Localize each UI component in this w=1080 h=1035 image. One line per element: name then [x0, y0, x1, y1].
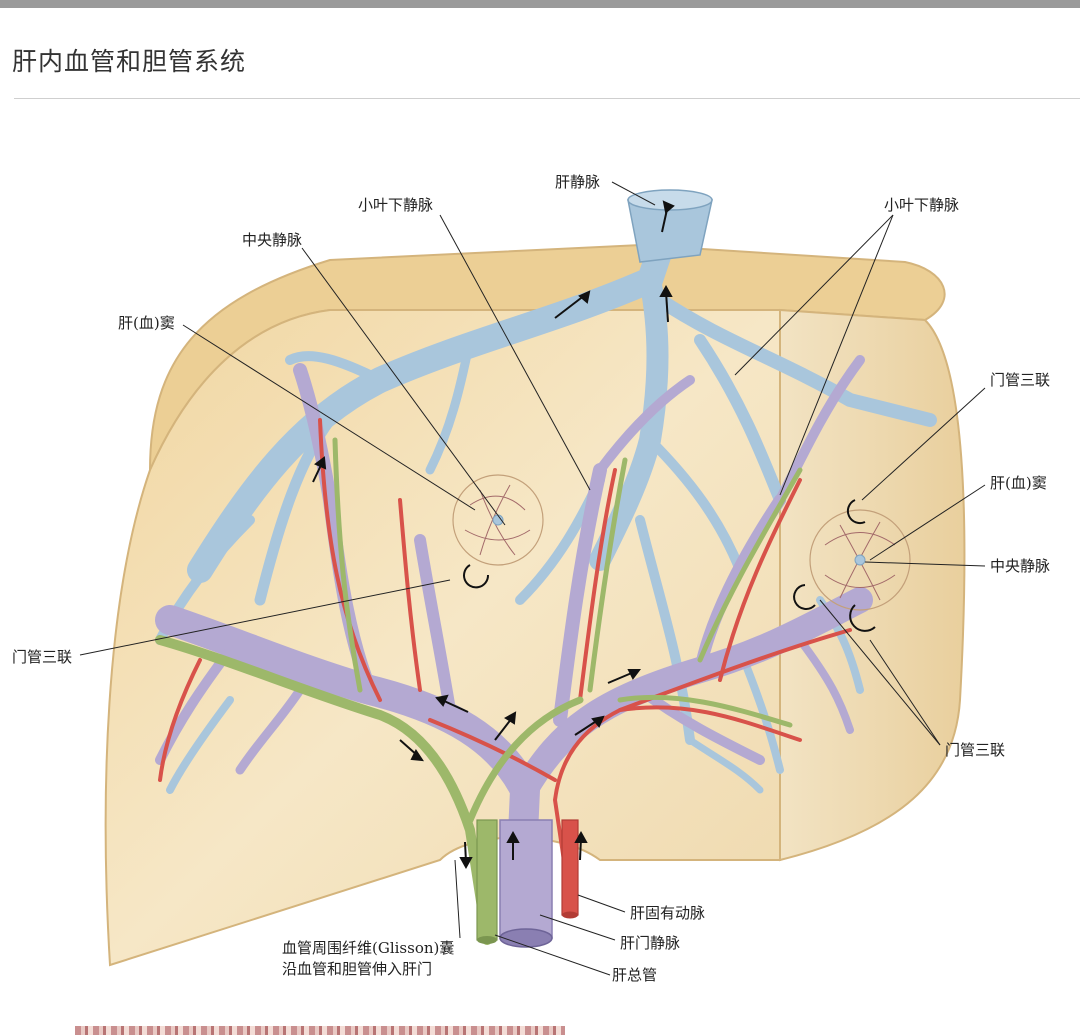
label-central-vein-left: 中央静脉 [242, 231, 302, 249]
label-glisson-capsule-line2: 沿血管和胆管伸入肝门 [282, 960, 432, 978]
label-hepatic-artery-proper: 肝固有动脉 [630, 904, 705, 922]
page-title: 肝内血管和胆管系统 [12, 47, 247, 76]
label-portal-triad-right-bottom: 门管三联 [945, 741, 1005, 759]
title-divider [14, 98, 1080, 99]
next-page-image-strip [75, 1026, 565, 1035]
lobule-right [809, 509, 911, 611]
hepatic-vein-trunk [627, 189, 713, 263]
lobule-left [452, 474, 544, 566]
label-glisson-capsule-line1: 血管周围纤维(Glisson)囊 [282, 939, 454, 957]
label-sinusoid-right: 肝(血)窦 [990, 474, 1047, 492]
label-sinusoid-left: 肝(血)窦 [118, 314, 175, 332]
label-common-hepatic-duct: 肝总管 [612, 966, 657, 984]
leader-lines [79, 181, 986, 976]
hepatic-artery-tree [158, 418, 852, 917]
label-hepatic-vein: 肝静脉 [555, 173, 600, 191]
bile-duct-tree [155, 437, 803, 945]
portal-triad-markers [463, 499, 876, 632]
label-sublobular-vein-left: 小叶下静脉 [358, 196, 433, 214]
flow-arrows [312, 200, 675, 870]
hilum-vessels [476, 819, 579, 948]
top-bar [0, 0, 1080, 8]
label-portal-triad-left: 门管三联 [12, 648, 72, 666]
label-sublobular-vein-right: 小叶下静脉 [884, 196, 959, 214]
label-hepatic-portal-vein: 肝门静脉 [620, 934, 680, 952]
label-portal-triad-right-top: 门管三联 [990, 371, 1050, 389]
label-central-vein-right: 中央静脉 [990, 557, 1050, 575]
